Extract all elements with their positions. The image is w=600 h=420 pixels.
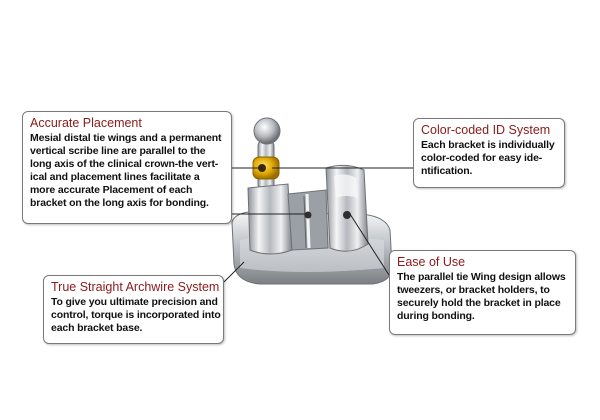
callout-color-coded-id: Color-coded ID System Each bracket is in… <box>413 118 565 188</box>
hook-ball-icon <box>253 117 281 145</box>
callout-body: The parallel tie Wing design allows twee… <box>397 271 569 323</box>
body-line: color-coded for easy ide- <box>421 152 543 164</box>
scribe-line <box>305 193 311 249</box>
callout-accurate-placement: Accurate Placement Mesial distal tie win… <box>22 111 232 224</box>
callout-title: Accurate Placement <box>30 116 142 130</box>
body-line: tweezers, or bracket holders, to <box>397 284 550 296</box>
body-line: control, torque is incorporated into <box>51 309 221 321</box>
callout-title: Ease of Use <box>397 255 466 269</box>
callout-title: True Straight Archwire System <box>51 280 220 294</box>
left-tie-wing <box>247 183 293 255</box>
body-line: bracket on the long axis for bonding. <box>30 197 209 209</box>
callout-body: Each bracket is individually color-coded… <box>421 139 558 178</box>
callout-body: To give you ultimate precision and contr… <box>51 296 221 335</box>
callout-true-straight-archwire: True Straight Archwire System To give yo… <box>43 275 224 344</box>
body-line: more accurate Placement of each <box>30 184 193 196</box>
body-line: during bonding. <box>397 310 475 322</box>
callout-title: Color-coded ID System <box>421 123 551 137</box>
body-line: long axis of the clinical crown-the vert… <box>30 158 219 170</box>
callout-body: Mesial distal tie wings and a permanent … <box>30 132 225 210</box>
body-line: securely hold the bracket in place <box>397 297 561 309</box>
body-line: each bracket base. <box>51 322 143 334</box>
body-line: vertical scribe line are parallel to the <box>30 145 206 157</box>
callout-ease-of-use: Ease of Use The parallel tie Wing design… <box>389 250 576 335</box>
body-line: Each bracket is individually <box>421 139 555 151</box>
body-line: ical and placement lines facilitate a <box>30 171 200 183</box>
body-line: Mesial distal tie wings and a permanent <box>30 132 222 144</box>
body-line: ntification. <box>421 165 473 177</box>
body-line: To give you ultimate precision and <box>51 296 218 308</box>
body-line: The parallel tie Wing design allows <box>397 271 566 283</box>
